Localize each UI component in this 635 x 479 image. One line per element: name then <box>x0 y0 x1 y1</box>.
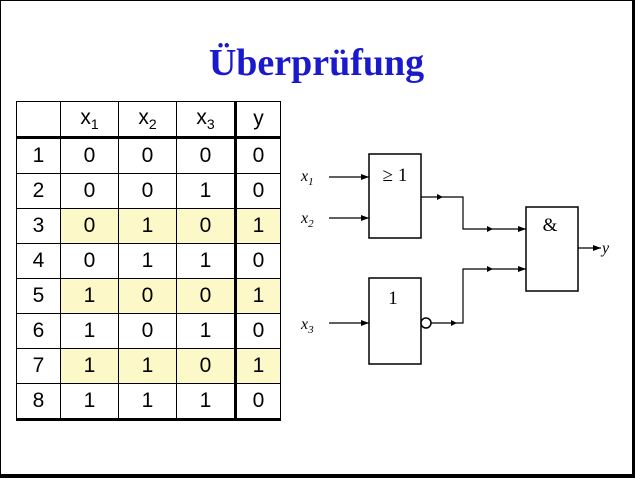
or-gate-label: ≥ 1 <box>383 165 408 186</box>
input-cell: 1 <box>60 383 119 421</box>
output-cell: 1 <box>235 208 281 244</box>
header-x1: x1 <box>60 101 119 139</box>
output-cell: 0 <box>235 383 281 421</box>
header-x3: x3 <box>176 101 237 139</box>
arrow-not-out <box>451 320 457 326</box>
output-cell: 0 <box>235 173 281 209</box>
input-cell: 1 <box>176 173 237 209</box>
wire-or-to-and <box>421 196 526 232</box>
input-cell: 0 <box>118 137 177 174</box>
output-label-y: y <box>600 240 610 257</box>
output-cell: 0 <box>235 313 281 349</box>
header-y: y <box>235 101 281 139</box>
inverter-bubble <box>420 317 432 329</box>
input-cell: 1 <box>118 208 177 244</box>
and-gate <box>525 206 579 292</box>
row-index-cell: 8 <box>16 383 61 421</box>
page-title: Überprüfung <box>208 42 425 84</box>
not-gate-label: 1 <box>388 288 398 309</box>
input-cell: 0 <box>60 208 119 244</box>
or-gate <box>368 153 422 239</box>
input-cell: 0 <box>60 173 119 209</box>
input-label-x1: x1 <box>300 168 314 188</box>
input-cell: 1 <box>118 348 177 384</box>
output-cell: 1 <box>235 348 281 384</box>
header-index <box>16 101 61 139</box>
not-gate <box>368 277 422 365</box>
input-cell: 0 <box>176 208 237 244</box>
arrow-and-in-1 <box>487 226 493 232</box>
input-label-x2: x2 <box>300 210 314 230</box>
input-cell: 0 <box>176 137 237 174</box>
input-cell: 1 <box>176 313 237 349</box>
input-cell: 0 <box>60 243 119 279</box>
output-cell: 1 <box>235 278 281 314</box>
input-label-x3: x3 <box>300 316 314 336</box>
row-index-cell: 1 <box>16 137 61 174</box>
input-cell: 1 <box>118 383 177 421</box>
input-cell: 1 <box>176 243 237 279</box>
input-cell: 0 <box>176 278 237 314</box>
table-header-row: x1 x2 x3 y <box>16 101 281 139</box>
and-gate-label: & <box>543 215 558 236</box>
wire-not-to-and <box>431 266 526 324</box>
arrow-and-in-2 <box>487 266 493 272</box>
input-cell: 1 <box>176 383 237 421</box>
output-cell: 0 <box>235 243 281 279</box>
arrow-or-out <box>437 194 443 200</box>
row-index-cell: 2 <box>16 173 61 209</box>
